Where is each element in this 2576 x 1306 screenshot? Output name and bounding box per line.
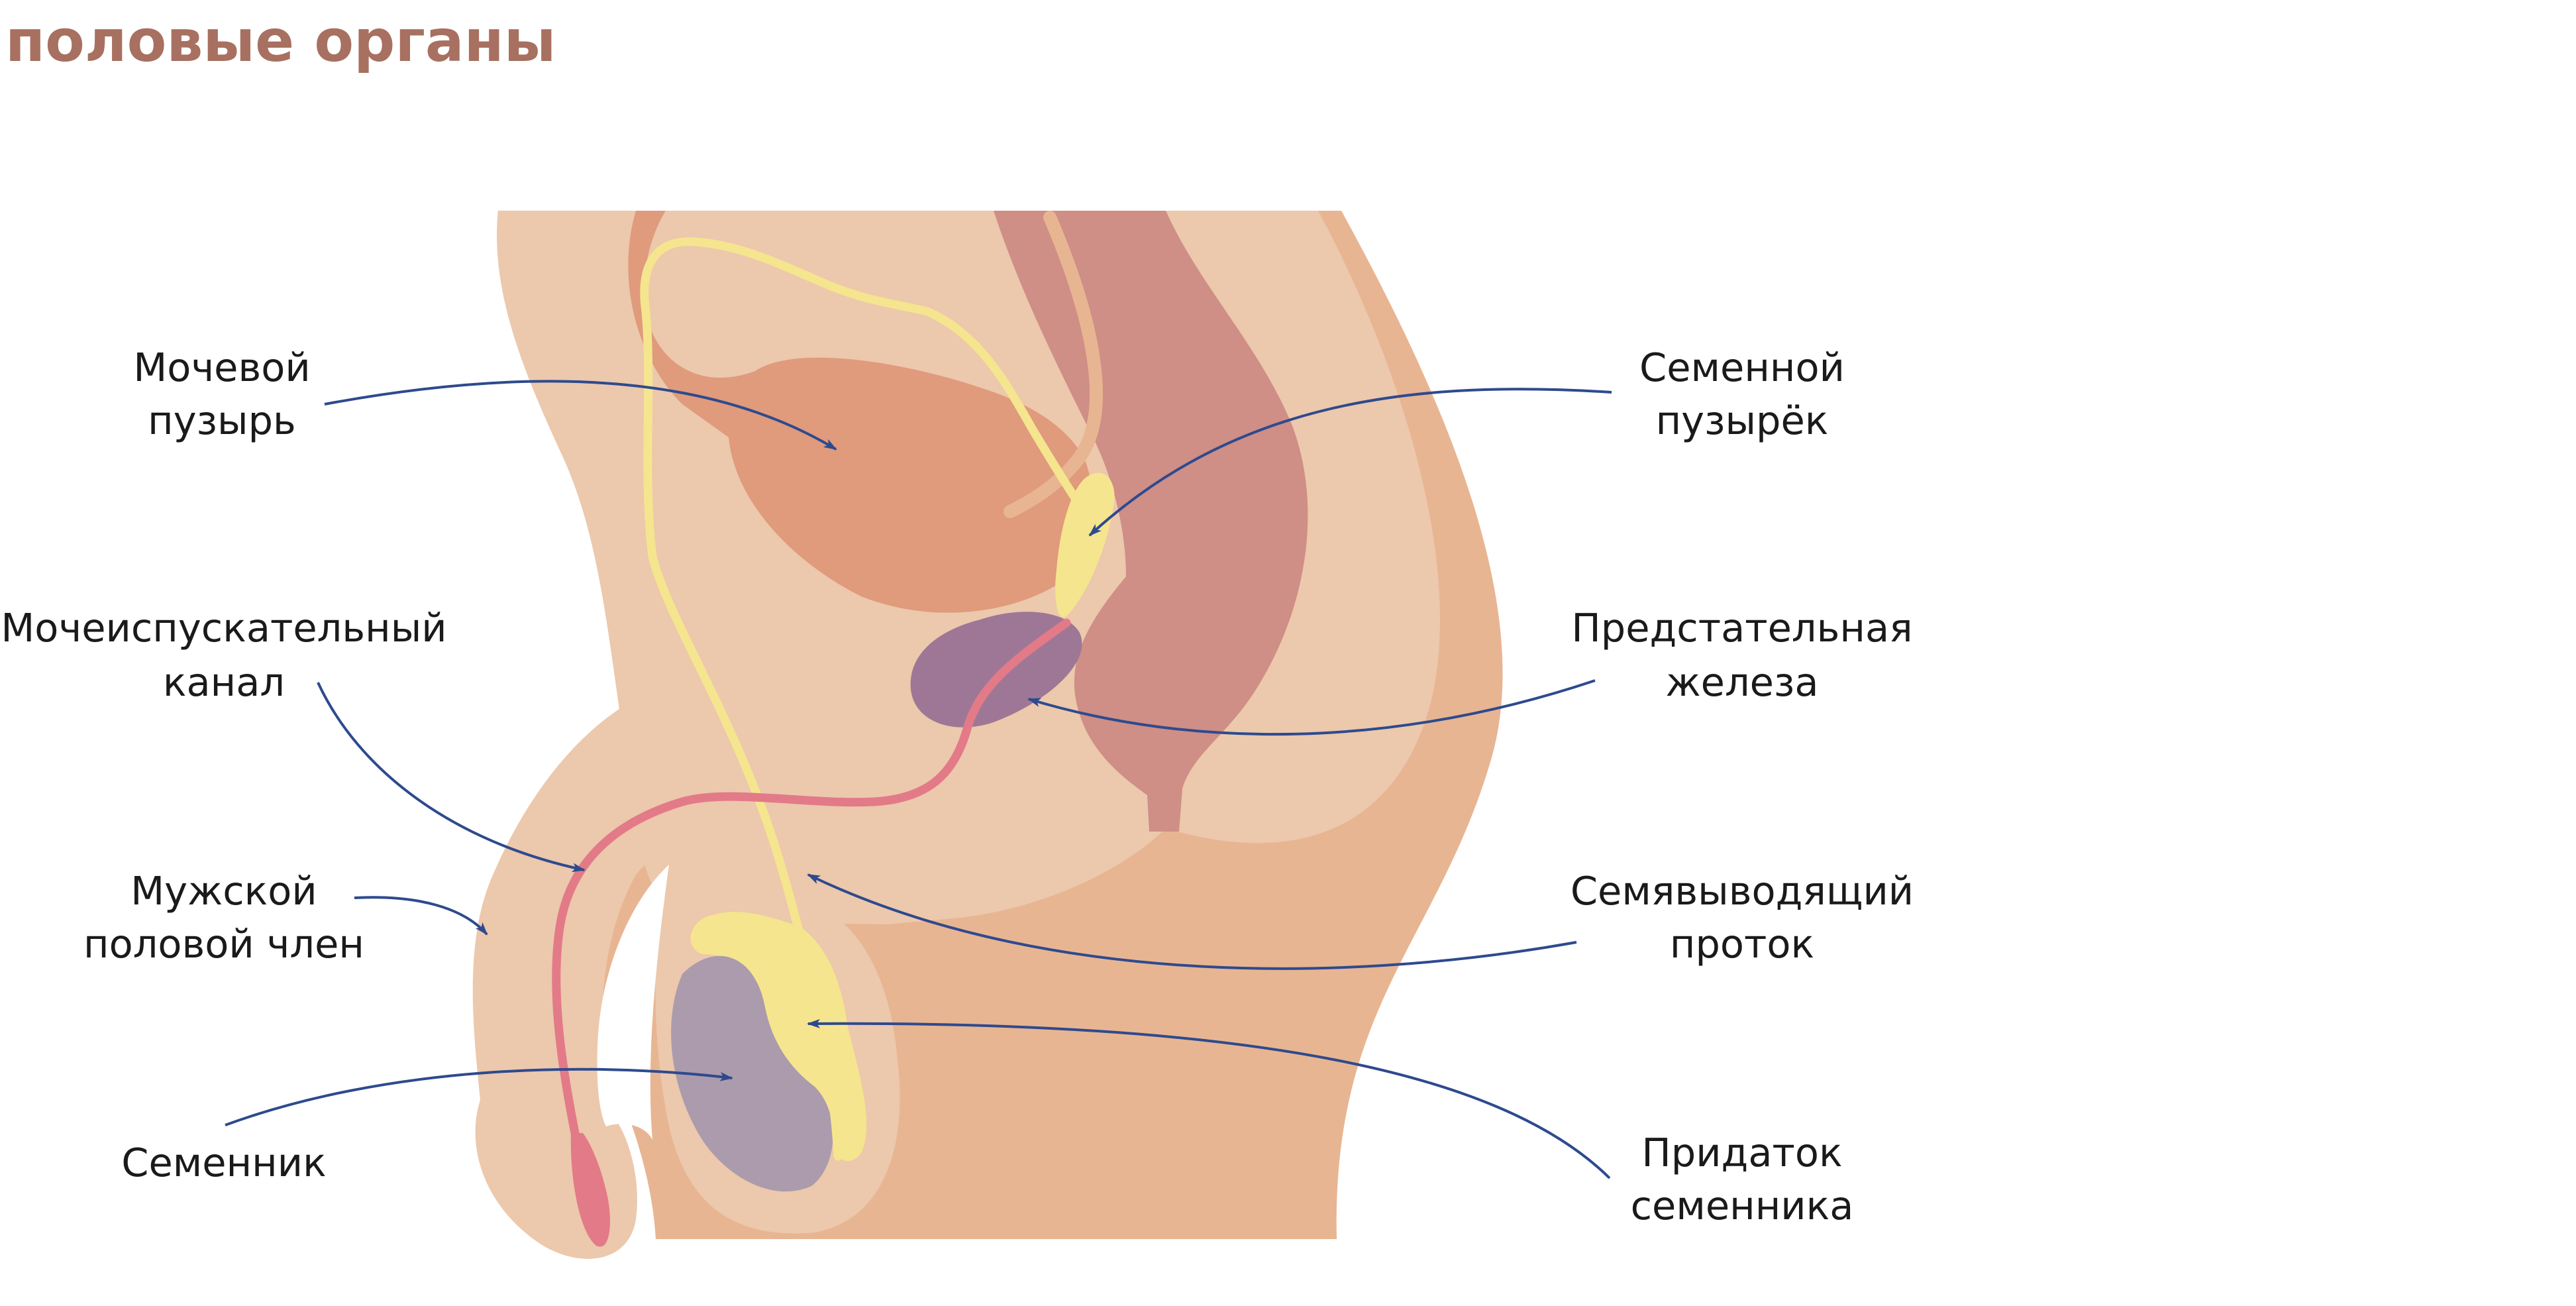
label-testis: Семенник bbox=[121, 1140, 326, 1185]
label-penis-line2: половой член bbox=[83, 921, 364, 967]
leader-urethra bbox=[317, 682, 586, 873]
leader-vas-deferens bbox=[807, 873, 1577, 970]
label-urethra-line2: канал bbox=[163, 659, 285, 705]
rectum bbox=[994, 211, 1308, 832]
seminal-vesicle bbox=[1055, 472, 1115, 618]
leader-bladder bbox=[324, 380, 837, 451]
leader-penis bbox=[354, 896, 488, 936]
penis-scrotum-gap bbox=[597, 865, 669, 1140]
label-vas-deferens-line1: Семявыводящий bbox=[1571, 868, 1914, 914]
label-vas-deferens-line2: проток bbox=[1670, 921, 1814, 967]
urethra bbox=[552, 618, 1071, 1144]
label-bladder-line1: Мочевой bbox=[133, 345, 310, 390]
ureter bbox=[1004, 211, 1104, 518]
leader-lines bbox=[225, 380, 1612, 1179]
bladder bbox=[628, 211, 1093, 613]
label-epididymis-line1: Придаток bbox=[1641, 1130, 1842, 1175]
leader-epididymis bbox=[807, 1018, 1611, 1179]
leader-testis bbox=[225, 1067, 733, 1126]
illustration bbox=[472, 211, 1503, 1259]
testis bbox=[671, 955, 833, 1192]
label-bladder-line2: пузырь bbox=[148, 398, 296, 443]
label-prostate-line2: железа bbox=[1666, 659, 1819, 705]
label-penis-line1: Мужской bbox=[130, 868, 317, 914]
labels: Мочевой пузырь Мочеиспускательный канал … bbox=[1, 345, 1914, 1228]
page-title: половые органы bbox=[5, 7, 556, 75]
label-urethra-line1: Мочеиспускательный bbox=[1, 605, 446, 651]
leader-prostate bbox=[1027, 679, 1596, 736]
penis-shape bbox=[472, 709, 795, 1259]
glans-tip bbox=[570, 1133, 610, 1247]
label-epididymis-line2: семенника bbox=[1631, 1183, 1854, 1228]
label-prostate-line1: Предстательная bbox=[1571, 605, 1912, 651]
label-seminal-vesicle-line1: Семенной bbox=[1639, 345, 1845, 390]
label-seminal-vesicle-line2: пузырёк bbox=[1656, 398, 1829, 443]
leader-seminal-vesicle bbox=[1088, 388, 1612, 537]
vas-deferens bbox=[640, 237, 1088, 1161]
